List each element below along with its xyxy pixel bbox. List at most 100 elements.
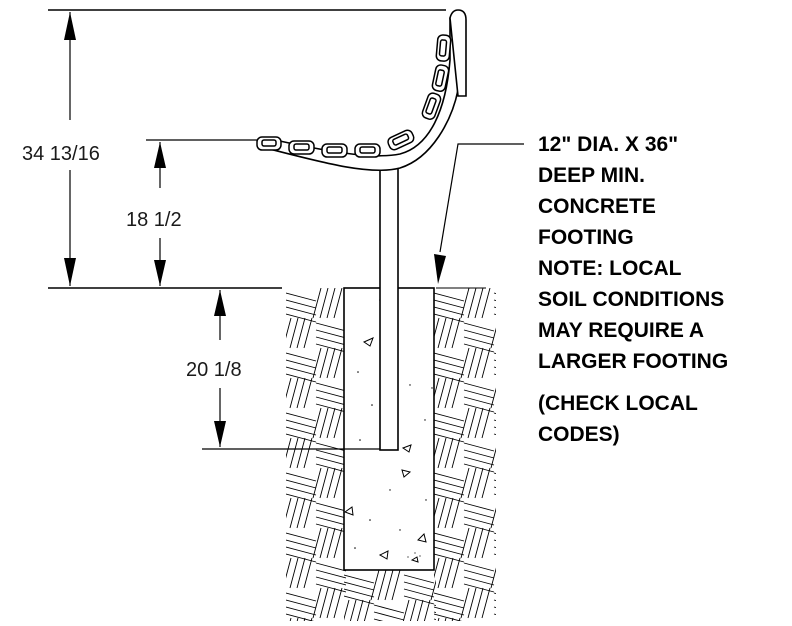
soil-hatch-line — [460, 587, 470, 619]
soil-hatch-line — [286, 557, 292, 579]
soil-hatch-line — [512, 498, 520, 528]
soil-hatch-line — [463, 502, 495, 512]
soil-hatch-line — [319, 527, 329, 559]
note-line: DEEP MIN. — [538, 164, 645, 187]
soil-hatch-line — [463, 329, 495, 339]
soil-hatch-line — [493, 292, 496, 294]
note-line: FOOTING — [538, 226, 634, 249]
soil-hatch-line — [319, 407, 329, 439]
soil-hatch-line — [493, 479, 496, 481]
dimension-overall-height-label: 34 13/16 — [22, 143, 100, 165]
soil-hatch-line — [493, 419, 496, 421]
soil-hatch-line — [505, 558, 513, 588]
soil-hatch-line — [409, 599, 417, 621]
soil-hatch-line — [319, 587, 329, 619]
soil-hatch-line — [430, 579, 436, 601]
soil-hatch-line — [286, 599, 317, 609]
soil-hatch-line — [481, 288, 491, 319]
soil-hatch-line — [303, 497, 313, 529]
soil-hatch-line — [474, 587, 484, 619]
soil-hatch-line — [296, 317, 306, 349]
soil-hatch-line — [481, 587, 491, 619]
soil-hatch-line — [463, 396, 495, 406]
soil-hatch-line — [377, 570, 387, 601]
soil-hatch-line — [434, 557, 440, 579]
soil-hatch-line — [286, 419, 317, 429]
soil-hatch-line — [451, 497, 461, 529]
soil-hatch-line — [437, 377, 447, 409]
soil-hatch-line — [434, 497, 440, 519]
soil-hatch-line — [434, 437, 440, 459]
soil-hatch-line — [303, 557, 313, 589]
soil-hatch-line — [296, 497, 306, 529]
soil-hatch-line — [512, 438, 520, 468]
soil-hatch-line — [493, 546, 496, 548]
soil-hatch-line — [286, 606, 317, 616]
soil-hatch-line — [286, 472, 317, 482]
soil-hatch-line — [303, 317, 313, 349]
note-line: SOIL CONDITIONS — [538, 288, 724, 311]
soil-hatch-line — [444, 437, 454, 469]
soil-hatch-line — [493, 472, 496, 474]
soil-hatch-line — [434, 352, 465, 362]
soil-hatch-line — [490, 567, 496, 589]
soil-hatch-line — [333, 347, 343, 379]
soil-hatch-line — [467, 288, 477, 319]
note-line: (CHECK LOCAL — [538, 392, 698, 415]
soil-hatch-line — [416, 599, 424, 621]
soil-hatch-line — [463, 449, 495, 459]
soil-hatch-line — [451, 377, 461, 409]
soil-hatch-line — [493, 486, 496, 488]
soil-hatch-line — [434, 599, 465, 609]
soil-hatch-line — [296, 557, 306, 589]
soil-hatch-line — [315, 396, 346, 406]
soil-hatch-line — [315, 449, 346, 459]
soil-hatch-line — [303, 377, 313, 409]
soil-hatch-line — [493, 313, 496, 315]
soil-hatch-line — [423, 599, 431, 621]
soil-hatch-line — [373, 611, 405, 621]
soil-hatch-line — [463, 442, 495, 452]
soil-hatch-line — [434, 359, 465, 369]
soil-hatch-line — [498, 438, 506, 468]
soil-hatch-line — [286, 426, 317, 436]
soil-hatch-line — [444, 377, 454, 409]
soil-hatch-line — [296, 377, 306, 409]
soil-hatch-line — [315, 382, 346, 392]
soil-hatch-line — [460, 347, 470, 379]
dimension-embed-depth-label: 20 1/8 — [186, 359, 242, 381]
soil-hatch-line — [451, 317, 461, 349]
soil-hatch-line — [312, 407, 322, 439]
soil-hatch-line — [463, 516, 495, 526]
soil-hatch-line — [402, 599, 410, 621]
soil-hatch-line — [434, 472, 465, 482]
soil-hatch-line — [286, 377, 292, 399]
soil-hatch-line — [437, 557, 447, 589]
soil-hatch-line — [493, 433, 496, 435]
note-line: MAY REQUIRE A — [538, 319, 704, 342]
soil-hatch-line — [474, 347, 484, 379]
soil-hatch-line — [333, 467, 343, 499]
soil-hatch-line — [286, 592, 317, 602]
soil-hatch-line — [490, 387, 496, 409]
soil-hatch-line — [467, 407, 477, 439]
note-line: 12" DIA. X 36" — [538, 133, 678, 156]
soil-hatch-line — [463, 576, 495, 586]
soil-hatch-line — [437, 317, 447, 349]
note-line: CODES) — [538, 423, 620, 446]
soil-hatch-line — [437, 497, 447, 529]
soil-hatch-line — [363, 599, 371, 621]
soil-hatch-line — [505, 438, 513, 468]
soil-hatch-line — [333, 587, 343, 619]
soil-hatch-line — [315, 389, 346, 399]
soil-hatch-line — [498, 558, 506, 588]
soil-hatch-line — [403, 588, 435, 598]
bench-post — [379, 165, 399, 451]
soil-hatch-line — [356, 599, 364, 621]
soil-hatch-line — [474, 527, 484, 559]
soil-hatch-line — [463, 336, 495, 346]
soil-hatch-line — [493, 352, 496, 354]
soil-hatch-line — [434, 486, 465, 496]
soil-hatch-line — [434, 317, 440, 339]
